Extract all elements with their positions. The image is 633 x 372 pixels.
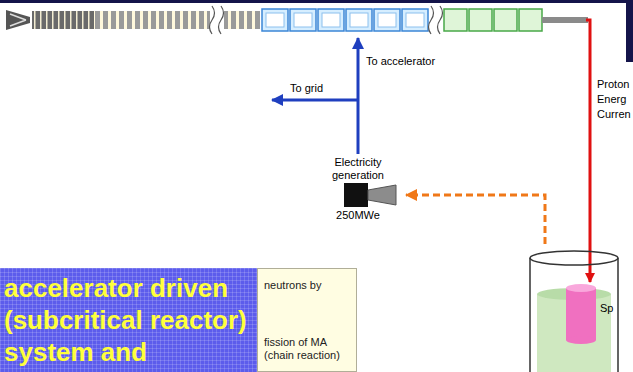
beam-parameter: Proton [597,78,629,91]
vessel-wall [530,258,618,372]
linac-cavities [262,6,588,34]
cavity [406,13,424,27]
cavity [402,9,428,31]
cavity [346,9,372,31]
beam-pipe [542,17,588,23]
flow-label: To grid [290,82,323,95]
cavity [318,9,344,31]
slide-border [0,0,633,3]
cavity [519,9,542,31]
grid-line [272,99,358,102]
tube-break [210,6,224,34]
accelerator-tube [32,11,94,29]
generator-label: Electricity generation [310,156,406,181]
ion-source [6,10,30,30]
cavity [262,9,288,31]
spallation-target [566,336,596,344]
highlight-text: accelerator driven (subcritical reactor)… [4,272,253,368]
cavity [374,9,400,31]
beam-parameter: Energ [597,93,626,106]
note-box: neutrons by fission of MA (chain reaction… [257,268,357,372]
beam-parameter: Curren [597,108,631,121]
target-label: Sp [600,302,613,315]
rfq-section [32,6,260,34]
cavity [322,13,340,27]
cavity [266,13,284,27]
tube-break [210,6,224,34]
generator-unit: Electricity generation 250MWe [310,156,406,222]
note-text: neutrons by [264,279,351,293]
generator-body [344,183,368,207]
power-output: 250MWe [310,209,406,222]
note-text: fission of MA (chain reaction) [264,336,351,364]
reactor-vessel: Sp [525,244,622,372]
flow-label: To accelerator [366,55,435,68]
power-flow-arrow [406,195,545,244]
ion-source [10,14,26,26]
cavity [469,9,492,31]
tube-break [429,6,443,34]
ion-source [6,10,30,30]
turbine [368,185,396,205]
vessel-top [530,251,618,265]
spallation-target [566,288,596,340]
spallation-target [566,284,596,292]
cavity [290,9,316,31]
tube-break [429,6,443,34]
accelerator-tube [224,11,260,29]
generator-icon [310,181,406,209]
cavity [494,9,517,31]
cavity [350,13,368,27]
cavity [294,13,312,27]
power-return-line [357,38,360,154]
slide-border [626,0,633,62]
highlight-box: accelerator driven (subcritical reactor)… [0,268,257,372]
proton-beam-line [586,20,590,282]
cavity [378,13,396,27]
cavity [444,9,467,31]
accelerator-tube [94,11,210,29]
